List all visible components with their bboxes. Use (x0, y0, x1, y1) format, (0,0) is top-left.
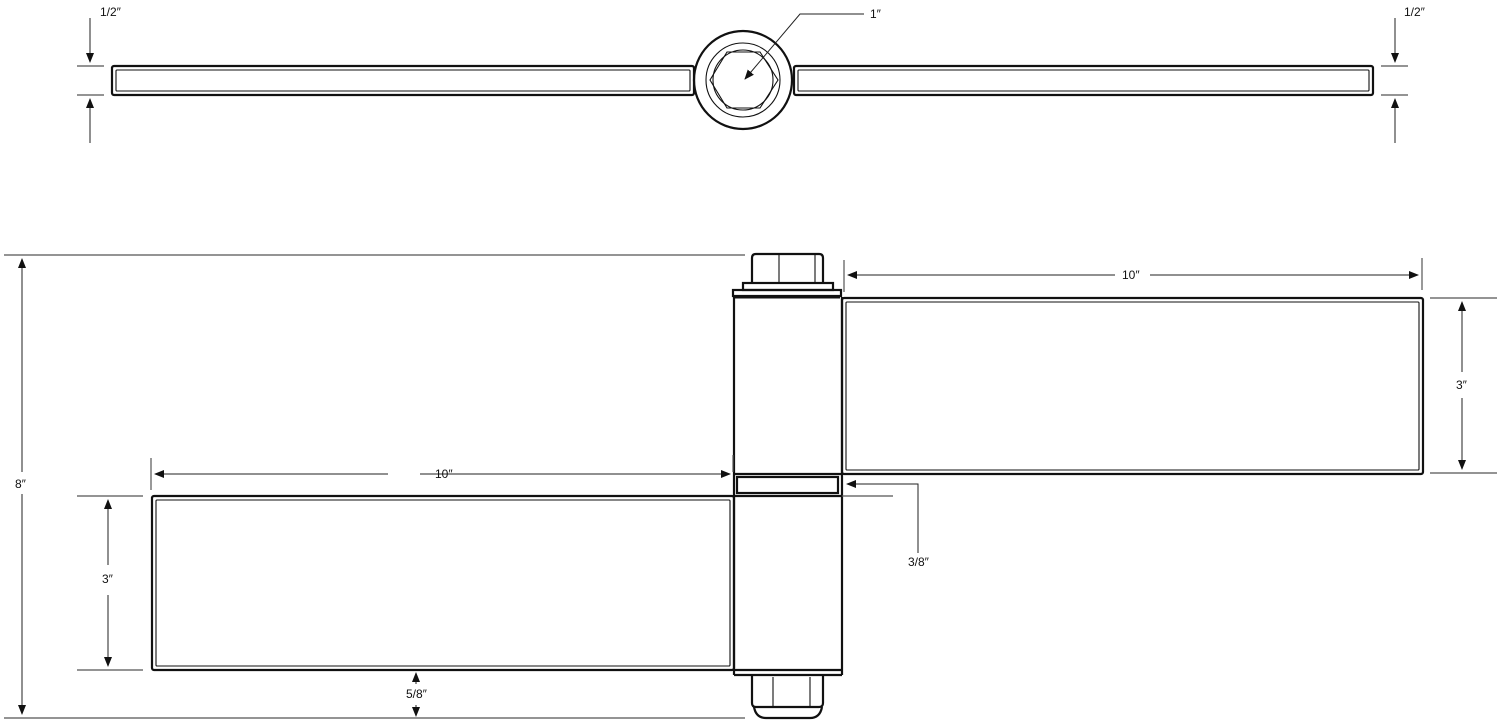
top-view-right-leaf (792, 64, 1375, 97)
top-view: 1″ 1/2″ 1/2″ (77, 5, 1426, 143)
hinge-barrel (732, 297, 844, 677)
bottom-offset-dimension: 5/8″ (406, 672, 428, 717)
hex-nut-icon (709, 51, 779, 109)
washer-gap-label: 3/8″ (908, 555, 930, 569)
lower-leaf-length-label: 10″ (435, 467, 453, 481)
upper-leaf-height-label: 3″ (1456, 378, 1468, 392)
left-thickness-dimension: 1/2″ (77, 5, 122, 143)
bottom-nut (750, 676, 825, 720)
top-view-barrel (692, 29, 794, 131)
lower-leaf-length-dimension: 10″ (150, 455, 734, 490)
top-view-left-leaf (110, 64, 696, 97)
lower-leaf-height-label: 3″ (102, 572, 114, 586)
left-thickness-label: 1/2″ (100, 5, 122, 19)
pin-diameter-callout: 1″ (744, 7, 882, 80)
top-nut (731, 252, 843, 299)
washer (735, 475, 840, 495)
overall-height-dimension: 8″ (4, 254, 745, 719)
lower-leaf (150, 494, 736, 672)
upper-leaf-length-dimension: 10″ (843, 258, 1423, 292)
upper-leaf-length-label: 10″ (1122, 268, 1140, 282)
washer-gap-callout: 3/8″ (842, 480, 930, 569)
pin-diameter-label: 1″ (870, 7, 882, 21)
bottom-offset-label: 5/8″ (406, 687, 428, 701)
overall-height-label: 8″ (15, 477, 27, 491)
lower-leaf-height-dimension: 3″ (77, 495, 143, 671)
right-thickness-label: 1/2″ (1404, 5, 1426, 19)
upper-leaf-height-dimension: 3″ (1430, 297, 1497, 474)
right-thickness-dimension: 1/2″ (1381, 5, 1426, 143)
upper-leaf (840, 296, 1425, 476)
front-view: 8″ 10″ 3″ 10″ (4, 252, 1497, 720)
